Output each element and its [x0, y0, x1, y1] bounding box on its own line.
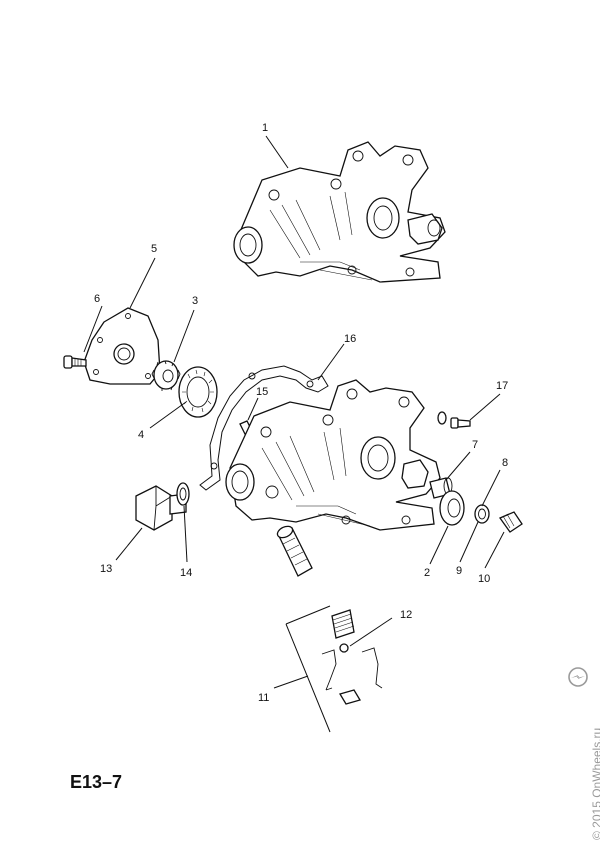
- figure-code: E13–7: [70, 772, 123, 792]
- watermark-logo-icon: [568, 667, 588, 687]
- callout-4: 4: [138, 429, 144, 441]
- oil-pump-housing-main: [225, 379, 441, 531]
- small-screw: [63, 355, 87, 369]
- callout-9: 9: [456, 565, 462, 577]
- housing-screw: [437, 411, 471, 429]
- large-bolt: [135, 485, 187, 531]
- seal-washer: [176, 482, 190, 506]
- drive-gear: [151, 360, 181, 391]
- rotor-ring: [178, 366, 218, 418]
- callout-1: 1: [262, 122, 268, 134]
- threaded-connector: [276, 525, 313, 577]
- callout-8: 8: [502, 457, 508, 469]
- callout-12: 12: [400, 609, 412, 621]
- callout-15: 15: [256, 386, 268, 398]
- callout-6: 6: [94, 293, 100, 305]
- relief-valve-group: [285, 605, 383, 733]
- cover-plate: [83, 307, 161, 385]
- callout-leaders: [83, 135, 505, 689]
- callout-13: 13: [100, 563, 112, 575]
- oil-pump-housing-top: [233, 141, 446, 283]
- callout-3: 3: [192, 295, 198, 307]
- plug: [499, 511, 523, 533]
- callout-labels: 1 2 3 4 5 6 7 8 9 10 11 12 13 14 15 16 1…: [94, 122, 508, 704]
- callout-14: 14: [180, 567, 192, 579]
- callout-2: 2: [424, 567, 430, 579]
- washer-ring: [474, 504, 490, 524]
- callout-16: 16: [344, 333, 356, 345]
- pump-gasket: [199, 365, 329, 491]
- callout-7: 7: [472, 439, 478, 451]
- callout-11: 11: [258, 692, 269, 704]
- watermark-text: © 2015 OnWheels.ru: [590, 727, 600, 840]
- callout-5: 5: [151, 243, 157, 255]
- callout-10: 10: [478, 573, 490, 585]
- callout-17: 17: [496, 380, 508, 392]
- seal-ring: [439, 490, 465, 526]
